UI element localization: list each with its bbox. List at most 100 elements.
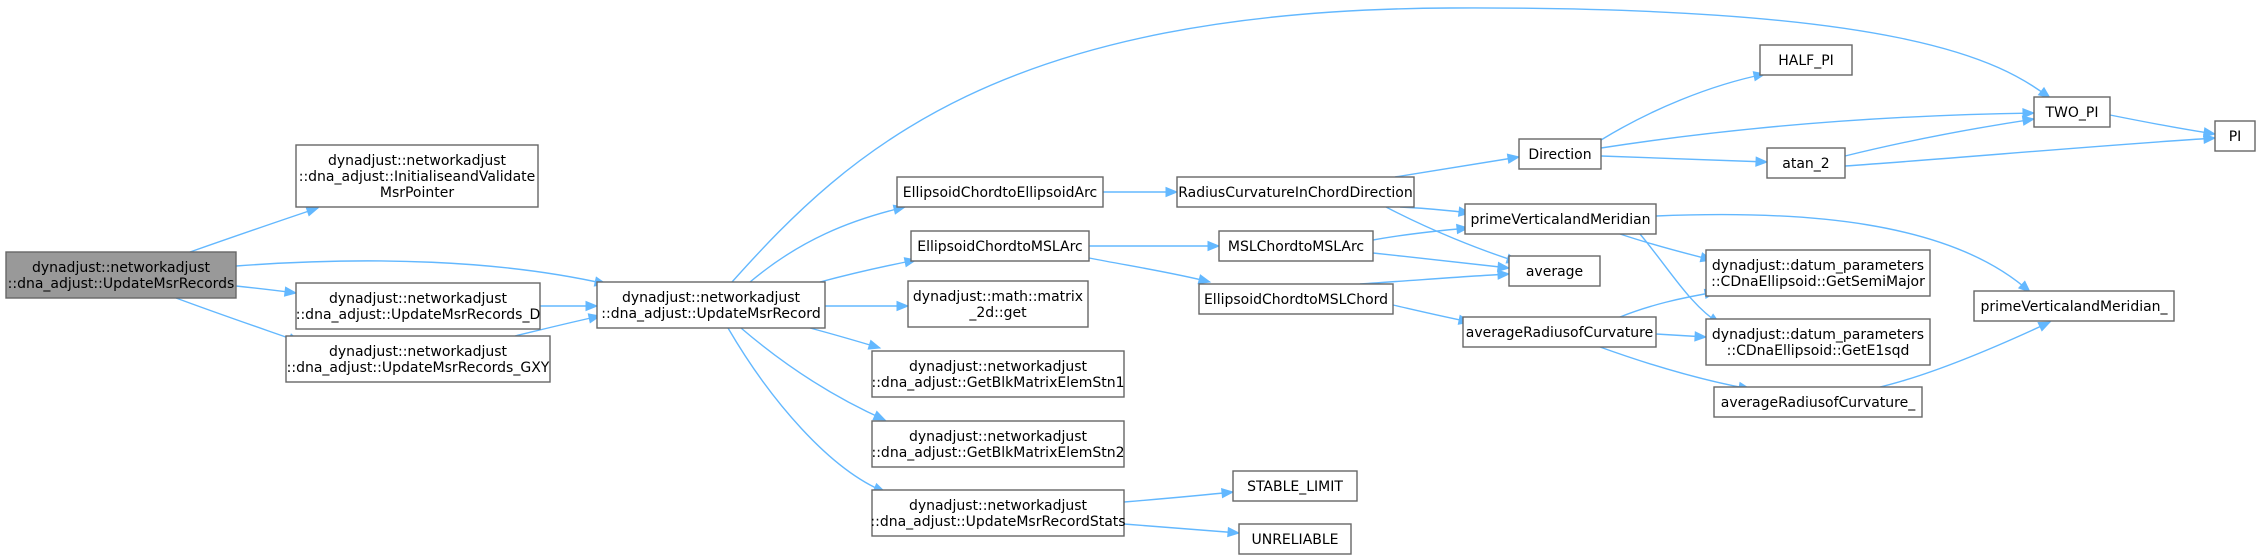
edge-updaterecord-to-recordstats: [727, 327, 887, 493]
edge-atan2-to-pi: [1844, 133, 2217, 167]
edge-direction-to-two_pi: [1600, 107, 2036, 149]
node-label: dynadjust::networkadjust: [909, 498, 1088, 514]
edge-chord_mslchord-to-average: [1359, 269, 1511, 285]
node-msl_arc[interactable]: MSLChordtoMSLArc: [1218, 230, 1374, 262]
node-chord_arc[interactable]: EllipsoidChordtoEllipsoidArc: [896, 176, 1104, 208]
node-avgradius_[interactable]: averageRadiusofCurvature_: [1713, 386, 1923, 418]
node-label: dynadjust::networkadjust: [329, 344, 508, 360]
edge-avgradius_-to-primevm_: [1879, 321, 2052, 388]
node-atan2[interactable]: atan_2: [1766, 147, 1846, 179]
node-stable[interactable]: STABLE_LIMIT: [1232, 470, 1358, 502]
edge-updaterecord-to-matrix_get: [825, 300, 910, 312]
node-label: UNRELIABLE: [1251, 532, 1338, 548]
edge-radius_chord-to-direction: [1394, 153, 1521, 178]
edge-recordstats-to-unreliable: [1123, 523, 1241, 538]
node-label: ::dna_adjust::UpdateMsrRecordStats: [870, 514, 1125, 530]
node-label: dynadjust::networkadjust: [622, 290, 801, 306]
node-label: dynadjust::datum_parameters: [1712, 327, 1924, 343]
node-label: ::dna_adjust::UpdateMsrRecord: [601, 306, 820, 322]
node-label: dynadjust::networkadjust: [328, 153, 507, 169]
edge-updaterecord-to-blk1: [809, 327, 882, 350]
node-primevm[interactable]: primeVerticalandMeridian: [1464, 203, 1657, 235]
node-two_pi[interactable]: TWO_PI: [2033, 96, 2111, 128]
node-matrix_get[interactable]: dynadjust::math::matrix_2d::get: [907, 280, 1089, 328]
node-label: dynadjust::networkadjust: [909, 359, 1088, 375]
node-label: averageRadiusofCurvature_: [1721, 395, 1916, 411]
node-primevm_[interactable]: primeVerticalandMeridian_: [1973, 290, 2175, 322]
edge-primevm-to-semimajor: [1619, 233, 1714, 263]
node-label: PI: [2229, 129, 2242, 145]
edge-radius_chord-to-primevm: [1399, 206, 1472, 217]
edge-updaterecord-to-chord_arc: [749, 204, 907, 283]
node-label: averageRadiusofCurvature: [1466, 325, 1653, 341]
node-label: RadiusCurvatureInChordDirection: [1178, 185, 1413, 201]
node-avgradius[interactable]: averageRadiusofCurvature: [1462, 316, 1657, 348]
edge-updaterecord-to-blk2: [740, 327, 887, 421]
edge-root-to-updaterecord: [235, 260, 608, 287]
node-blk1[interactable]: dynadjust::networkadjust::dna_adjust::Ge…: [871, 350, 1125, 398]
edge-updaterecord-to-chord_mslarc: [819, 257, 918, 283]
node-label: MSLChordtoMSLArc: [1228, 239, 1364, 255]
edge-chord_mslarc-to-msl_arc: [1088, 240, 1221, 252]
node-label: ::dna_adjust::GetBlkMatrixElemStn1: [872, 375, 1125, 391]
node-label: ::CDnaEllipsoid::GetE1sqd: [1727, 343, 1910, 359]
edge-root-to-update_gxy: [175, 297, 302, 344]
node-label: dynadjust::networkadjust: [909, 429, 1088, 445]
node-label: dynadjust::networkadjust: [32, 260, 211, 276]
edge-recordstats-to-stable: [1123, 488, 1235, 503]
edge-avgradius-to-e1sqd: [1655, 331, 1708, 342]
node-updaterecord[interactable]: dynadjust::networkadjust::dna_adjust::Up…: [596, 281, 826, 329]
nodes: dynadjust::networkadjust::dna_adjust::Up…: [5, 44, 2256, 555]
node-label: ::dna_adjust::GetBlkMatrixElemStn2: [872, 445, 1125, 461]
edge-direction-to-atan2: [1600, 155, 1769, 167]
node-label: primeVerticalandMeridian_: [1980, 299, 2168, 315]
node-label: EllipsoidChordtoMSLArc: [917, 239, 1083, 255]
node-label: STABLE_LIMIT: [1247, 479, 1343, 495]
node-e1sqd[interactable]: dynadjust::datum_parameters::CDnaEllipso…: [1705, 318, 1931, 366]
node-update_d[interactable]: dynadjust::networkadjust::dna_adjust::Up…: [295, 282, 541, 330]
node-label: dynadjust::networkadjust: [329, 291, 508, 307]
node-label: primeVerticalandMeridian: [1470, 212, 1650, 228]
node-direction[interactable]: Direction: [1518, 138, 1602, 170]
node-chord_mslchord[interactable]: EllipsoidChordtoMSLChord: [1198, 283, 1394, 315]
node-label: MsrPointer: [380, 185, 455, 201]
edge-chord_arc-to-radius_chord: [1102, 186, 1179, 198]
node-semimajor[interactable]: dynadjust::datum_parameters::CDnaEllipso…: [1705, 249, 1931, 297]
edge-msl_arc-to-primevm: [1372, 223, 1470, 241]
node-label: ::CDnaEllipsoid::GetSemiMajor: [1711, 274, 1925, 290]
edge-atan2-to-two_pi: [1844, 115, 2036, 157]
node-average[interactable]: average: [1508, 255, 1601, 287]
node-root[interactable]: dynadjust::networkadjust::dna_adjust::Up…: [5, 251, 237, 299]
node-radius_chord[interactable]: RadiusCurvatureInChordDirection: [1176, 176, 1415, 208]
edge-avgradius-to-semimajor: [1619, 288, 1718, 318]
edge-msl_arc-to-average: [1372, 252, 1511, 273]
node-chord_mslarc[interactable]: EllipsoidChordtoMSLArc: [910, 230, 1090, 262]
node-label: ::dna_adjust::InitialiseandValidate: [299, 169, 536, 185]
node-unreliable[interactable]: UNRELIABLE: [1238, 523, 1352, 555]
node-label: TWO_PI: [2045, 105, 2099, 121]
node-label: EllipsoidChordtoEllipsoidArc: [903, 185, 1097, 201]
node-label: Direction: [1528, 147, 1591, 163]
node-update_gxy[interactable]: dynadjust::networkadjust::dna_adjust::Up…: [285, 335, 551, 383]
node-label: HALF_PI: [1778, 53, 1834, 69]
node-label: _2d::get: [968, 305, 1027, 321]
node-initvalidate[interactable]: dynadjust::networkadjust::dna_adjust::In…: [295, 144, 539, 208]
node-recordstats[interactable]: dynadjust::networkadjust::dna_adjust::Up…: [870, 489, 1126, 537]
node-label: ::dna_adjust::UpdateMsrRecords: [8, 276, 235, 292]
node-pi[interactable]: PI: [2214, 120, 2256, 152]
node-label: dynadjust::math::matrix: [913, 289, 1083, 305]
edge-root-to-update_d: [235, 285, 298, 297]
edge-primevm-to-primevm_: [1655, 213, 2031, 293]
edge-two_pi-to-pi: [2109, 114, 2217, 138]
edge-chord_mslarc-to-chord_mslchord: [1088, 257, 1212, 285]
edge-chord_mslchord-to-avgradius: [1392, 304, 1472, 325]
node-label: dynadjust::datum_parameters: [1712, 258, 1924, 274]
node-label: ::dna_adjust::UpdateMsrRecords_D: [296, 307, 541, 323]
edge-update_d-to-updaterecord: [540, 300, 599, 312]
edge-root-to-initvalidate: [189, 206, 320, 253]
node-label: ::dna_adjust::UpdateMsrRecords_GXY: [287, 360, 550, 376]
node-blk2[interactable]: dynadjust::networkadjust::dna_adjust::Ge…: [871, 420, 1125, 468]
node-label: atan_2: [1782, 156, 1829, 172]
node-half_pi[interactable]: HALF_PI: [1759, 44, 1853, 76]
